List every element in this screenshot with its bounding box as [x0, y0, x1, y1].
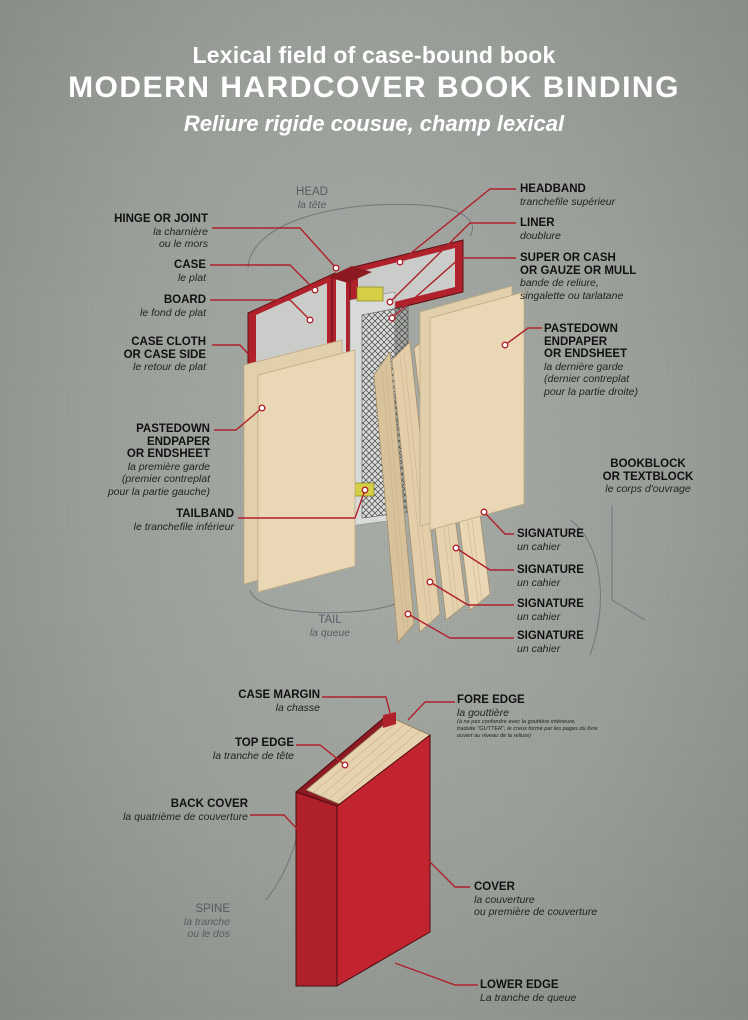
label-tailband: TAILBAND le tranchefile inférieur [133, 508, 234, 533]
right-endpapers [419, 285, 525, 531]
label-fore-edge: FORE EDGE la gouttière (à ne pas confond… [457, 694, 598, 739]
label-signature-2: SIGNATURE un cahier [517, 564, 584, 589]
label-case: CASE le plat [174, 259, 206, 284]
label-case-cloth: CASE CLOTH or CASE SIDE le retour de pla… [123, 336, 206, 373]
leader-endpoints [258, 258, 509, 769]
label-bookblock: BOOKBLOCK or TEXTBLOCK le corps d'ouvrag… [602, 458, 694, 495]
title-line-1: Lexical field of case-bound book [192, 42, 556, 68]
label-cover: COVER la couverture ou première de couve… [474, 881, 598, 918]
title-line-2: MODERN HARDCOVER BOOK BINDING [68, 71, 680, 104]
label-pastedown-left: PASTEDOWN ENDPAPER or ENDSHEET la premiè… [107, 423, 210, 498]
label-headband: HEADBAND tranchefile supérieur [520, 183, 616, 208]
label-pastedown-right: PASTEDOWN ENDPAPER or ENDSHEET la derniè… [544, 323, 638, 398]
label-hinge: HINGE or JOINT la charnière ou le mors [114, 213, 208, 250]
left-endpapers [243, 339, 356, 593]
label-back-cover: BACK COVER la quatrième de couverture [123, 798, 248, 823]
label-liner: LINER doublure [520, 217, 561, 242]
label-head: HEAD la tête [296, 186, 328, 211]
title-block: Lexical field of case-bound book MODERN … [0, 42, 748, 137]
label-lower-edge: LOWER EDGE La tranche de queue [480, 979, 577, 1004]
label-spine: SPINE la tranche ou le dos [183, 903, 230, 940]
label-super: SUPER or CASH or GAUZE or MULL bande de … [520, 252, 637, 302]
label-signature-3: SIGNATURE un cahier [517, 598, 584, 623]
label-signature-1: SIGNATURE un cahier [517, 528, 584, 553]
label-case-margin: CASE MARGIN la chasse [238, 689, 320, 714]
leader-lines [210, 188, 542, 986]
label-signature-4: SIGNATURE un cahier [517, 630, 584, 655]
title-line-3: Reliure rigide cousue, champ lexical [183, 111, 565, 136]
closed-book [295, 712, 431, 987]
label-top-edge: TOP EDGE la tranche de tête [212, 737, 294, 762]
label-tail: TAIL la queue [309, 614, 351, 639]
label-board: BOARD le fond de plat [140, 294, 206, 319]
